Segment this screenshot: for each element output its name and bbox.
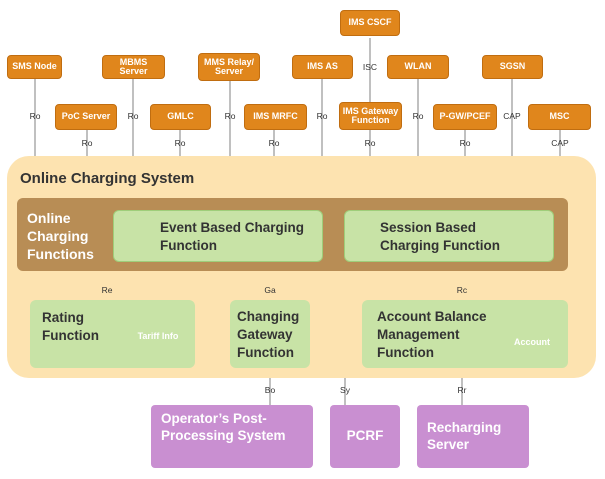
interface-label-ro-pgw: Ro (459, 138, 471, 148)
interface-label-ro-mbms: Ro (127, 111, 139, 121)
pcrf-box: PCRF (330, 405, 400, 468)
node-poc-server: PoC Server (55, 104, 117, 130)
account-balance-label: Account Balance Management Function (377, 309, 487, 361)
changing-gateway-function: Changing Gateway Function (230, 300, 310, 368)
node-msc: MSC (528, 104, 591, 130)
recharging-server: Recharging Server (417, 405, 529, 468)
interface-label-ro-gmlc: Ro (174, 138, 186, 148)
interface-label-ro-mms: Ro (224, 111, 236, 121)
account-balance-box: Account Balance Management Function (362, 300, 568, 368)
interface-label-rr: Rr (457, 385, 467, 395)
operator-post-processing-system: Operator’s Post-Processing System (151, 405, 313, 468)
interface-label-sy: Sy (340, 385, 350, 395)
session-based-charging-function: Session Based Charging Function (344, 210, 554, 262)
node-gmlc: GMLC (150, 104, 211, 130)
ocf-label: Online Charging Functions (27, 210, 94, 263)
node-mms-relay: MMS Relay/ Server (198, 53, 260, 81)
node-sgsn: SGSN (482, 55, 543, 79)
node-ims-mrfc: IMS MRFC (244, 104, 307, 130)
interface-label-ro-sms: Ro (29, 111, 41, 121)
interface-label-ro-poc: Ro (81, 138, 93, 148)
interface-label-re: Re (101, 285, 113, 295)
node-mbms-server: MBMS Server (102, 55, 165, 79)
interface-label-ro-gateway: Ro (364, 138, 376, 148)
node-sms-node: SMS Node (7, 55, 62, 79)
interface-label-ro-imsas: Ro (316, 111, 328, 121)
node-pgw-pcef: P-GW/PCEF (433, 104, 497, 130)
interface-label-isc: ISC (362, 62, 378, 72)
interface-label-cap-sgsn: CAP (503, 111, 521, 121)
node-wlan: WLAN (387, 55, 449, 79)
interface-label-cap-msc: CAP (551, 138, 569, 148)
tariff-info-label: Tariff Info (137, 331, 179, 341)
interface-label-rc: Rc (456, 285, 468, 295)
interface-label-ga: Ga (264, 285, 276, 295)
interface-label-bo: Bo (264, 385, 276, 395)
ocs-title: Online Charging System (20, 170, 195, 187)
rating-function-label: Rating Function (42, 310, 99, 344)
event-based-charging-function: Event Based Charging Function (113, 210, 323, 262)
interface-label-ro-wlan: Ro (412, 111, 424, 121)
node-ims-gateway: IMS Gateway Function (339, 102, 402, 130)
node-ims-as: IMS AS (292, 55, 353, 79)
rating-function-box: Rating Function (30, 300, 195, 368)
node-ims-cscf: IMS CSCF (340, 10, 400, 36)
interface-label-ro-mrfc: Ro (268, 138, 280, 148)
account-label: Account (514, 337, 550, 347)
